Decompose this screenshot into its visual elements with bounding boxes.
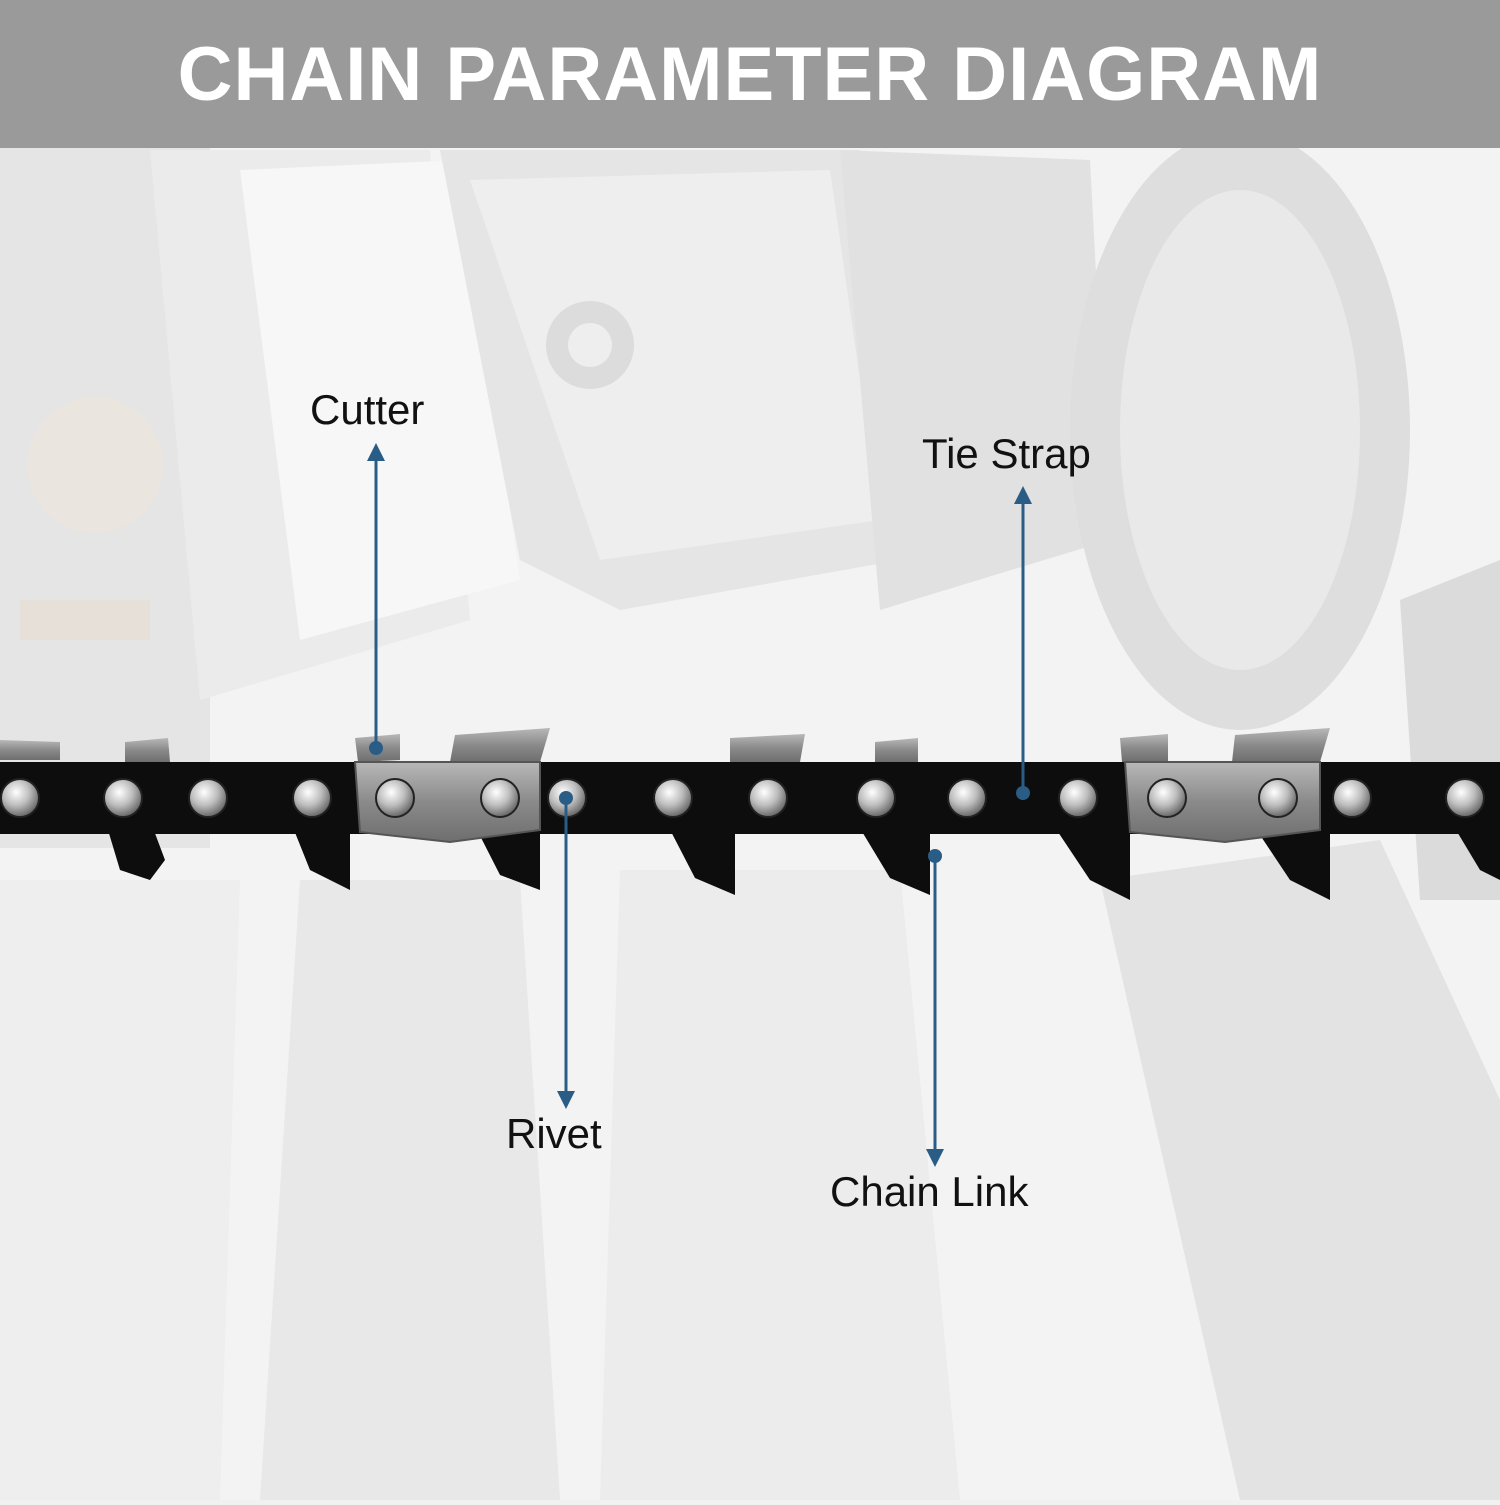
- rivet: [480, 778, 520, 818]
- tie-strap-label: Tie Strap: [922, 430, 1091, 477]
- rivet: [103, 778, 143, 818]
- rivet: [748, 778, 788, 818]
- rivet: [856, 778, 896, 818]
- rivet: [292, 778, 332, 818]
- chain-drive-links: [105, 820, 1500, 900]
- rivet: [375, 778, 415, 818]
- rivet: [1332, 778, 1372, 818]
- rivet: [1445, 778, 1485, 818]
- header-bar: CHAIN PARAMETER DIAGRAM: [0, 0, 1500, 148]
- page-title: CHAIN PARAMETER DIAGRAM: [177, 31, 1323, 117]
- chain-link-anchor-dot: [928, 849, 942, 863]
- rivet: [1258, 778, 1298, 818]
- rivet-anchor-dot: [559, 791, 573, 805]
- rivet-label: Rivet: [506, 1110, 602, 1157]
- rivet: [947, 778, 987, 818]
- diagram-stage: Cutter Tie Strap Rivet Chain Link: [0, 130, 1500, 1500]
- background-photo: [0, 130, 1500, 1500]
- rivet: [653, 778, 693, 818]
- rivet: [1058, 778, 1098, 818]
- tie-strap-anchor-dot: [1016, 786, 1030, 800]
- rivet: [188, 778, 228, 818]
- rivet: [1147, 778, 1187, 818]
- cutter-anchor-dot: [369, 741, 383, 755]
- chain-diagram: [0, 130, 1500, 1500]
- callout-lines: [367, 443, 1032, 1167]
- chain-link-label: Chain Link: [830, 1168, 1029, 1215]
- rivet: [0, 778, 40, 818]
- cutter-label: Cutter: [310, 386, 425, 433]
